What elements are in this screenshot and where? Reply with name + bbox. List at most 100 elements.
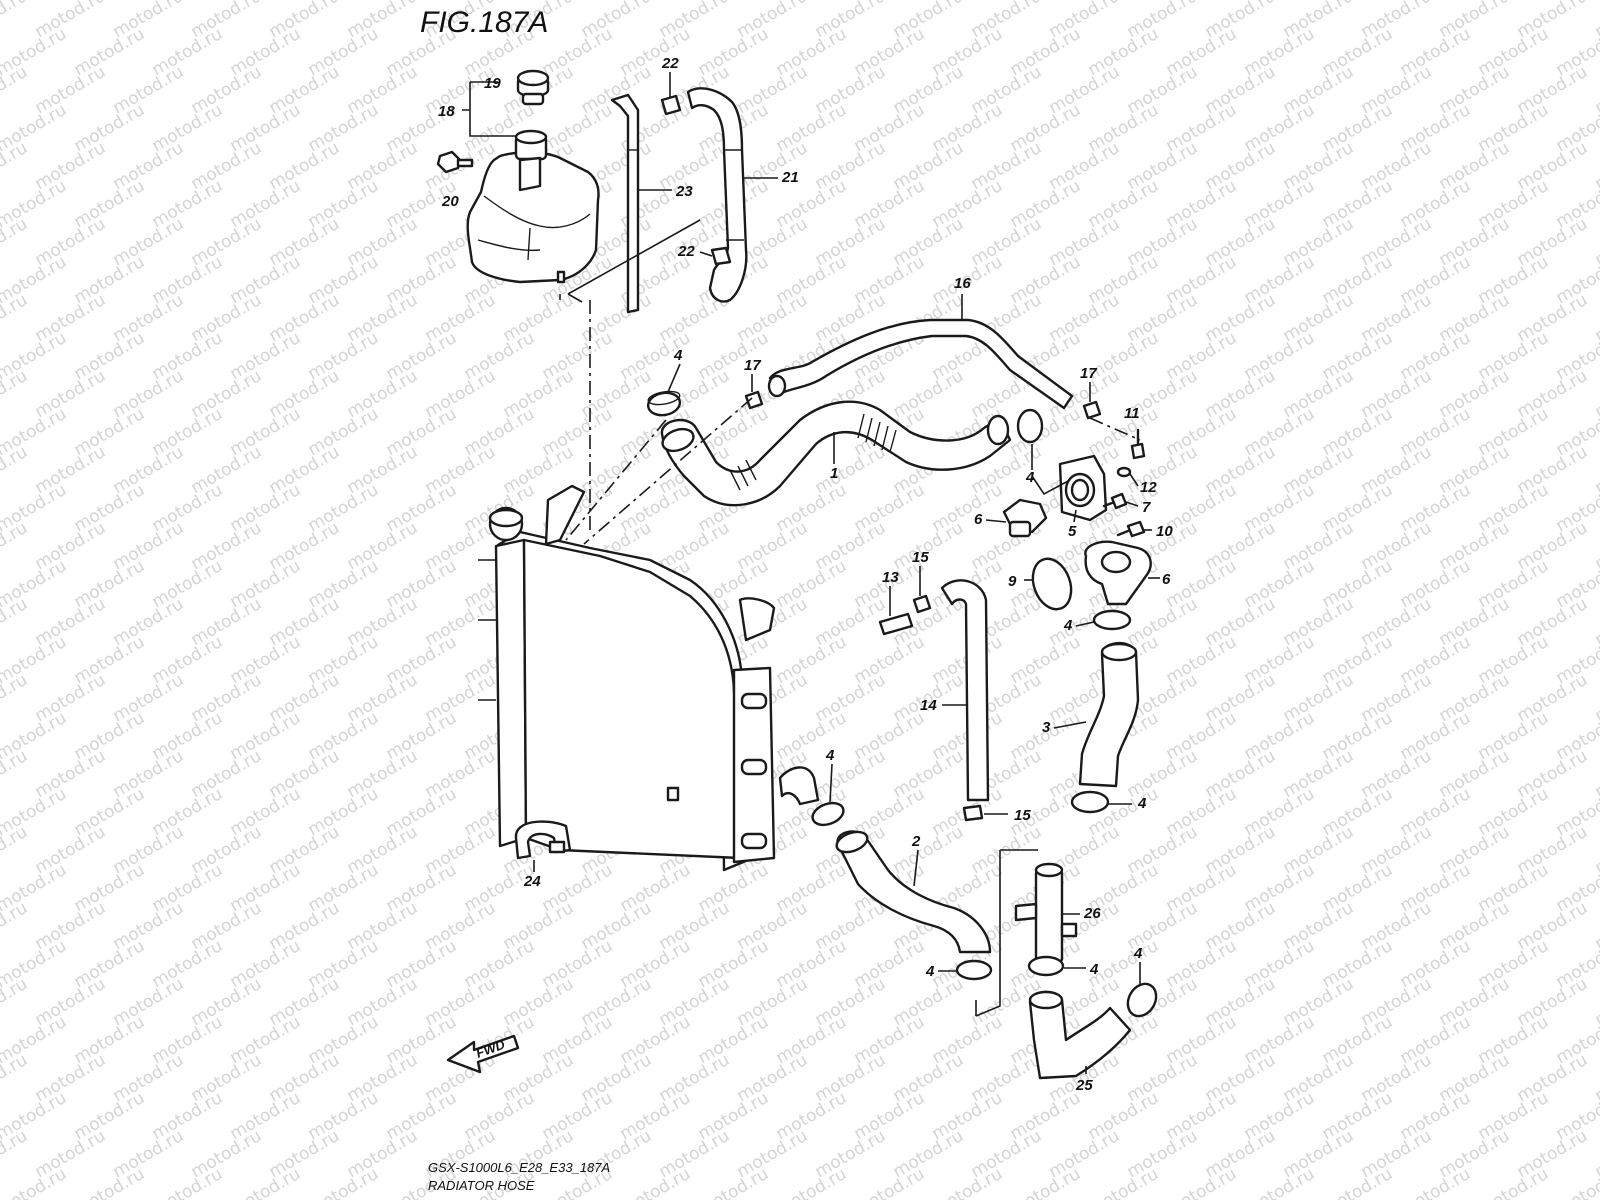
watermark-text: motod.ru [1163,1164,1241,1200]
callout-23: 23 [675,183,693,200]
watermark-text: motod.ru [851,1164,929,1200]
watermark-text: motod.ru [0,214,31,270]
hose-clamp-4-h [1126,982,1158,1018]
callout-2: 2 [911,833,921,850]
clamp-17-right [1082,400,1102,420]
watermark-text: motod.ru [0,366,31,422]
callout-5: 5 [1068,523,1077,540]
watermark-text: motod.ru [1592,974,1600,1030]
leader-4-a [667,363,681,393]
watermark-text: motod.ru [1592,290,1600,346]
thermostat [1002,498,1048,538]
callout-4-c: 4 [1063,617,1073,634]
watermark-text: motod.ru [1592,214,1600,270]
callout-19: 19 [484,75,501,92]
hose-clamp-4-c [1092,609,1132,631]
watermark-text: motod.ru [0,62,31,118]
callout-14: 14 [920,697,937,714]
callout-17-right: 17 [1080,365,1097,382]
callout-15-top: 15 [912,549,929,566]
watermark-text: motod.ru [1475,1164,1553,1200]
watermark-text: motod.ru [1007,1164,1085,1200]
watermark-text: motod.ru [1592,138,1600,194]
watermark-text: motod.ru [0,746,31,802]
leader-23-bracket [567,219,701,303]
hose-1-rib-upper [857,413,897,453]
watermark-text: motod.ru [1592,1126,1600,1182]
radiator [478,484,820,872]
watermark-text: motod.ru [1592,1050,1600,1106]
callout-4-e: 4 [1137,795,1147,812]
callout-20: 20 [441,193,459,210]
clamp-15-top [912,594,932,614]
caption-name: RADIATOR HOSE [428,1178,535,1193]
hose-23 [610,93,640,314]
callout-1: 1 [830,465,838,482]
watermark-text: motod.ru [1241,1164,1319,1200]
clip-22-top [660,94,682,116]
bolt-11 [1130,428,1146,460]
callout-4-d: 4 [825,747,835,764]
callout-25: 25 [1075,1077,1093,1094]
leader-7 [1125,501,1139,507]
clamp-15-bottom [962,804,984,822]
callout-15-bottom: 15 [1014,807,1031,824]
watermark-text: motod.ru [1592,746,1600,802]
watermark-text: motod.ru [0,974,31,1030]
leader-22-bottom [699,251,713,257]
watermark-text: motod.ru [1592,366,1600,422]
watermark-text: motod.ru [1592,822,1600,878]
watermark-text: motod.ru [1085,1164,1163,1200]
leader-4-d [829,763,833,803]
leader-12 [1129,473,1139,487]
watermark-text: motod.ru [0,442,31,498]
caption-code: GSX-S1000L6_E28_E33_187A [428,1160,610,1175]
watermark-text: motod.ru [71,1164,149,1200]
figure-title: FIG.187A [420,6,548,39]
thermostat-cover [1058,454,1108,522]
reservoir-tank [466,129,600,284]
hose-14 [940,579,990,802]
callout-16: 16 [954,275,971,292]
callout-6-b: 6 [1162,571,1171,588]
callout-24: 24 [523,873,541,890]
watermark-text: motod.ru [0,1050,31,1106]
callout-12: 12 [1140,479,1157,496]
watermark-text: motod.ru [1592,594,1600,650]
callout-21: 21 [781,169,799,186]
watermark-text: motod.ru [0,518,31,574]
watermark-text: motod.ru [227,1164,305,1200]
watermark-text: motod.ru [0,822,31,878]
watermark-text: motod.ru [1592,898,1600,954]
leader-26-bracket [975,849,1038,1017]
watermark-text: motod.ru [305,1164,383,1200]
watermark-text: motod.ru [1592,518,1600,574]
tank-bolt [436,150,474,174]
leader-6-a [985,519,1007,523]
clamp-24 [514,820,572,860]
hose-clamp-4-e [1070,790,1110,814]
watermark-text: motod.ru [1592,442,1600,498]
callout-11: 11 [1124,405,1140,422]
callout-4-i: 4 [1133,945,1143,962]
hose-3 [1078,642,1140,788]
bolt-10 [1116,520,1146,538]
callout-4-b: 4 [1025,469,1035,486]
washer-12 [1116,466,1132,478]
assembly-line-d [1089,417,1141,441]
hose-25 [1028,990,1132,1080]
callout-7: 7 [1142,499,1151,516]
callout-4-g: 4 [1089,961,1099,978]
leader-18 [462,81,516,137]
watermark-text: motod.ru [0,138,31,194]
clip-22-bottom [710,246,732,266]
hose-1-rib-lower [729,459,757,491]
watermark-text: motod.ru [695,1164,773,1200]
hose-clamp-4-f [955,959,993,981]
watermark-text: motod.ru [1319,1164,1397,1200]
watermark-text: motod.ru [929,1164,1007,1200]
callout-4-a: 4 [673,347,683,364]
hose-16 [767,318,1074,410]
hose-21 [686,87,748,303]
